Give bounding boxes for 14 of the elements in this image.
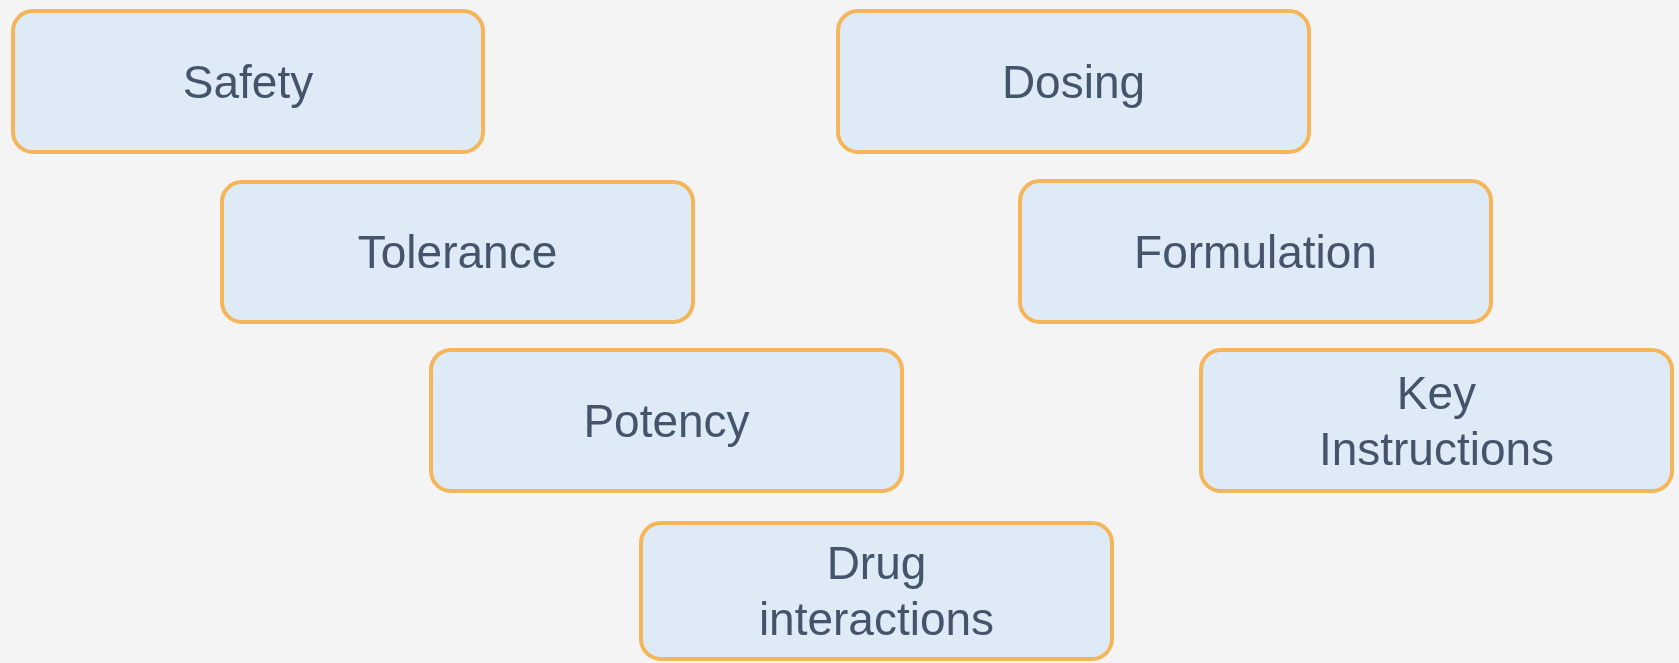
topic-label: Key Instructions [1317,365,1556,477]
topic-label: Formulation [1133,224,1378,280]
topic-box [639,521,1114,661]
topic-label: Potency [582,393,751,449]
topic-label: Dosing [1000,54,1147,110]
topic-label: Safety [181,54,315,110]
topic-box [11,9,485,154]
topic-box [220,180,695,324]
topic-box [1199,348,1674,493]
topic-label: Tolerance [356,225,559,280]
topic-label: Drug interactions [757,536,996,647]
topic-box [429,348,904,493]
topic-box [1018,179,1493,324]
topic-box [836,9,1311,154]
